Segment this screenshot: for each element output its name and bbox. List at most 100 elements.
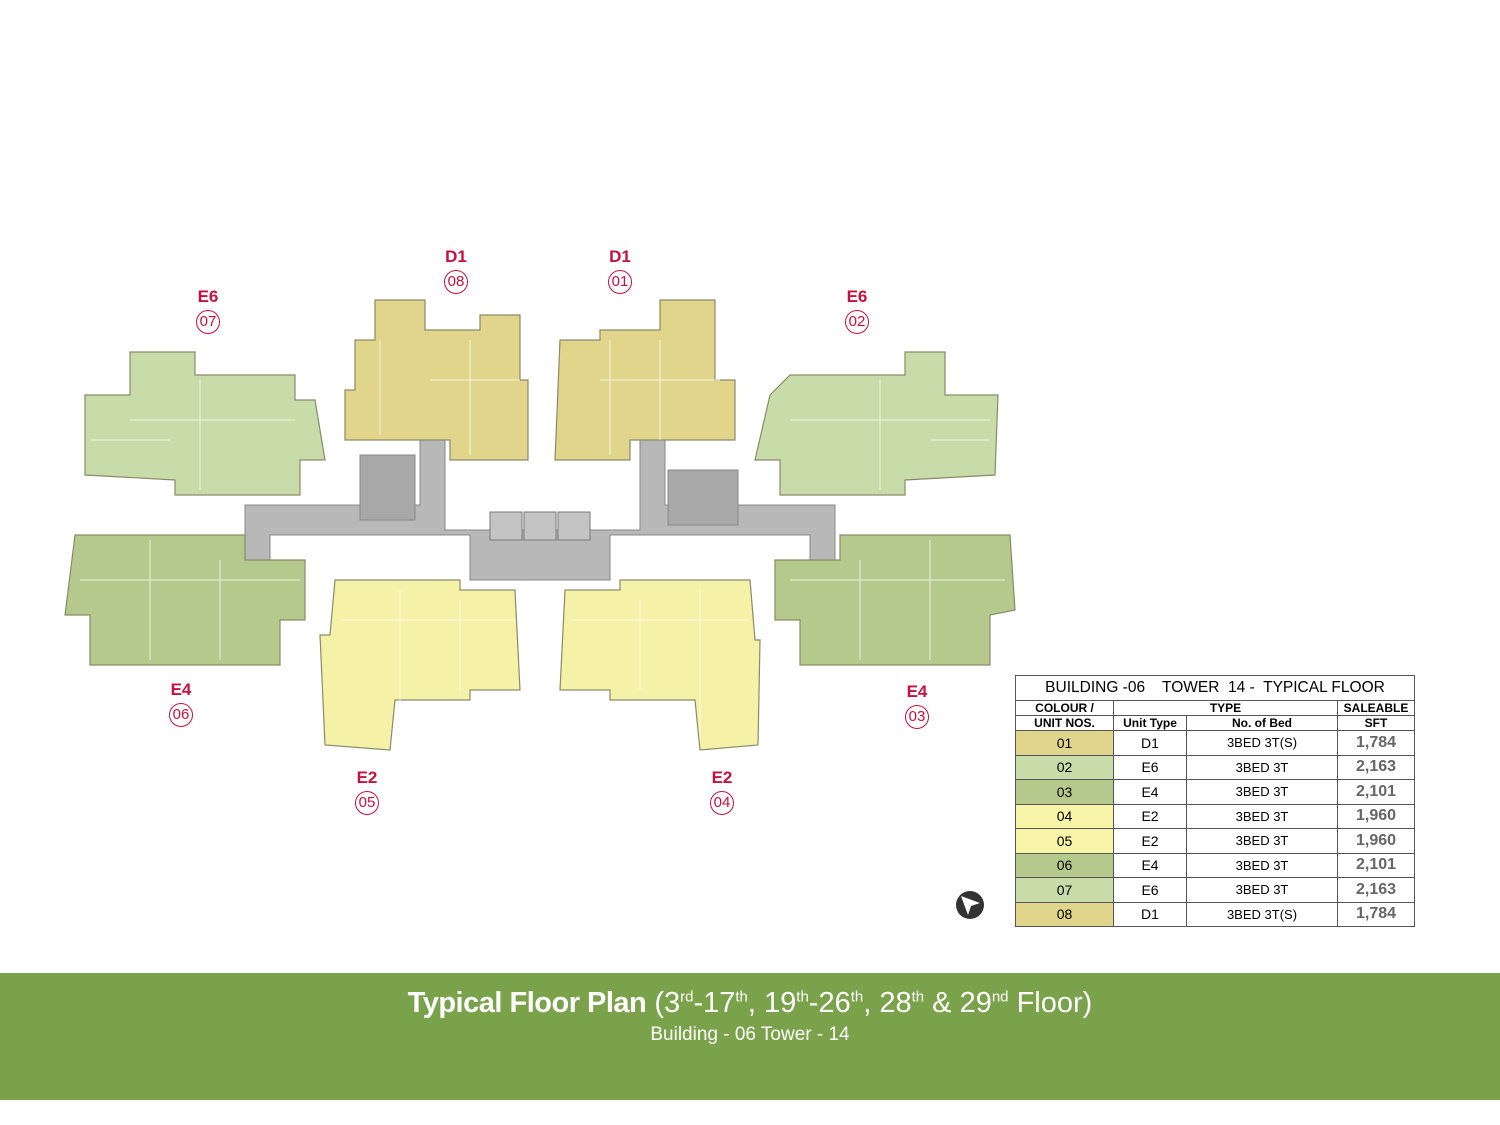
unit-number: 05	[355, 791, 379, 815]
unit-type: D1	[609, 247, 631, 266]
saleable-sft: 1,960	[1337, 803, 1415, 829]
t: -17	[693, 987, 736, 1019]
header-unit-type: Unit Type	[1113, 715, 1187, 731]
t: , 19	[747, 987, 797, 1019]
unit-type: E4	[906, 682, 928, 701]
unit-type: E2	[1113, 828, 1187, 854]
bed-count: 3BED 3T	[1186, 754, 1338, 780]
saleable-sft: 1,960	[1337, 828, 1415, 854]
bed-count: 3BED 3T	[1186, 828, 1338, 854]
unit-05-e2	[319, 579, 521, 751]
s: th	[735, 988, 748, 1006]
bed-count: 3BED 3T	[1186, 803, 1338, 829]
title-bold: Typical Floor Plan	[407, 987, 647, 1019]
unit-type: E2	[356, 768, 378, 787]
footer-banner: Typical Floor Plan (3rd-17th, 19th-26th,…	[0, 973, 1500, 1100]
s: rd	[680, 988, 694, 1006]
t: -26	[808, 987, 851, 1019]
table-title: BUILDING -06 TOWER 14 - TYPICAL FLOOR	[1015, 675, 1415, 701]
saleable-sft: 1,784	[1337, 730, 1415, 756]
unit-type: E6	[197, 287, 219, 306]
unit-number: 06	[169, 703, 193, 727]
unit-number: 08	[444, 270, 468, 294]
t: (3	[646, 987, 681, 1019]
s: th	[911, 988, 925, 1006]
lifts	[489, 511, 591, 541]
unit-type: E6	[1113, 877, 1187, 903]
unit-no: 05	[1015, 828, 1114, 854]
unit-type: E2	[1113, 803, 1187, 829]
unit-no: 06	[1015, 852, 1114, 878]
header-bed: No. of Bed	[1186, 715, 1338, 731]
unit-type: D1	[445, 247, 467, 266]
t: Floor)	[1008, 987, 1093, 1019]
footer-title: Typical Floor Plan (3rd-17th, 19th-26th,…	[0, 987, 1500, 1020]
unit-type: E2	[711, 768, 733, 787]
corridor	[244, 439, 836, 581]
saleable-sft: 1,784	[1337, 901, 1415, 927]
unit-type: D1	[1113, 730, 1187, 756]
bed-count: 3BED 3T(S)	[1186, 901, 1338, 927]
header-unit-nos: UNIT NOS.	[1015, 715, 1114, 731]
unit-table: BUILDING -06 TOWER 14 - TYPICAL FLOOR CO…	[1015, 675, 1415, 927]
unit-no: 03	[1015, 779, 1114, 805]
unit-04-e2	[559, 579, 761, 751]
unit-number: 01	[608, 270, 632, 294]
bed-count: 3BED 3T(S)	[1186, 730, 1338, 756]
s: th	[796, 988, 809, 1006]
s: th	[850, 988, 864, 1006]
bed-count: 3BED 3T	[1186, 877, 1338, 903]
unit-type: E6	[846, 287, 868, 306]
header-type: TYPE	[1113, 700, 1338, 716]
header-saleable: SALEABLE	[1337, 700, 1415, 716]
floor-plan	[64, 299, 1016, 919]
unit-number: 02	[845, 310, 869, 334]
unit-type: E4	[170, 680, 192, 699]
t: & 29	[924, 987, 992, 1019]
s: nd	[991, 988, 1009, 1006]
unit-type: E4	[1113, 779, 1187, 805]
unit-type: E6	[1113, 754, 1187, 780]
footer-subtitle: Building - 06 Tower - 14	[650, 1024, 850, 1045]
unit-03-e4	[774, 534, 1016, 666]
saleable-sft: 2,101	[1337, 779, 1415, 805]
unit-no: 04	[1015, 803, 1114, 829]
unit-no: 02	[1015, 754, 1114, 780]
unit-no: 07	[1015, 877, 1114, 903]
header-sft: SFT	[1337, 715, 1415, 731]
bed-count: 3BED 3T	[1186, 852, 1338, 878]
header-colour: COLOUR /	[1015, 700, 1114, 716]
saleable-sft: 2,163	[1337, 877, 1415, 903]
unit-number: 04	[710, 791, 734, 815]
saleable-sft: 2,163	[1337, 754, 1415, 780]
unit-number: 07	[196, 310, 220, 334]
compass	[956, 891, 984, 919]
unit-number: 03	[905, 705, 929, 729]
unit-07-e6	[84, 351, 326, 496]
saleable-sft: 2,101	[1337, 852, 1415, 878]
unit-type: E4	[1113, 852, 1187, 878]
unit-no: 08	[1015, 901, 1114, 927]
unit-02-e6	[754, 351, 999, 496]
bed-count: 3BED 3T	[1186, 779, 1338, 805]
t: , 28	[863, 987, 912, 1019]
unit-type: D1	[1113, 901, 1187, 927]
unit-06-e4	[64, 534, 306, 666]
unit-no: 01	[1015, 730, 1114, 756]
